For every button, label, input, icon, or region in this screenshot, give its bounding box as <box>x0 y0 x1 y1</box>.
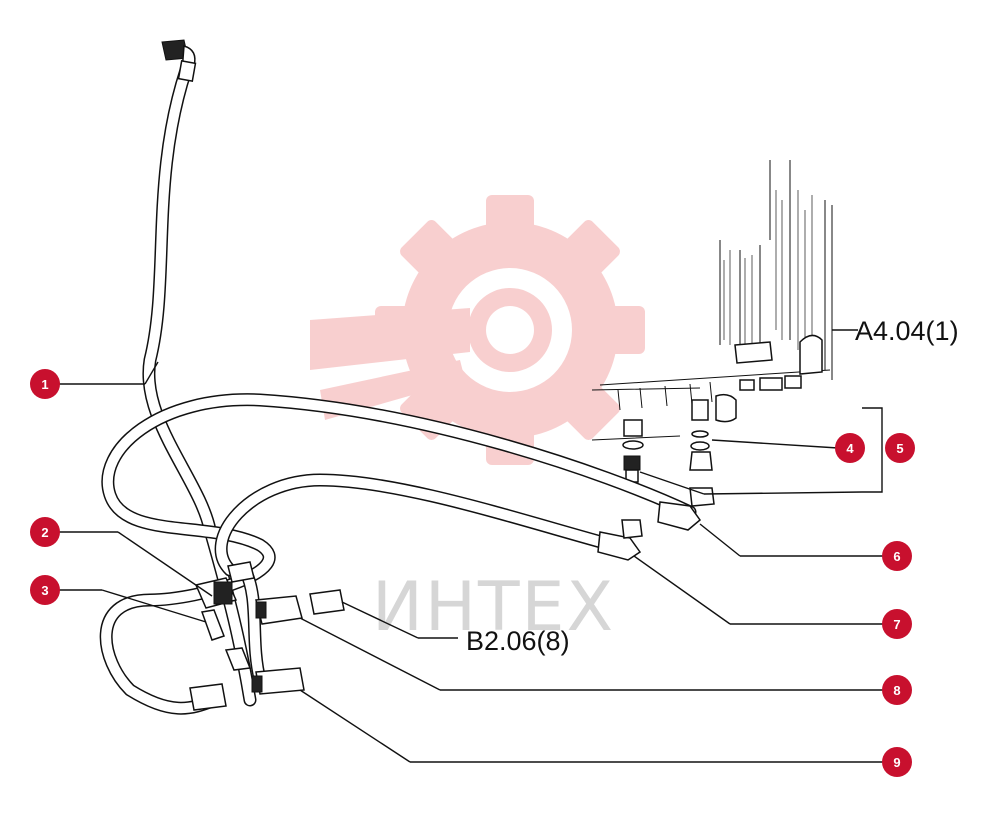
callout-badge-6[interactable]: 6 <box>882 541 912 571</box>
callout-badge-5[interactable]: 5 <box>885 433 915 463</box>
callout-number: 1 <box>41 377 48 392</box>
callout-badge-4[interactable]: 4 <box>835 433 865 463</box>
fitting-group <box>591 387 737 483</box>
reference-b206-label: B2.06(8) <box>466 626 570 656</box>
callout-number: 9 <box>893 755 900 770</box>
leader-lines <box>58 329 884 763</box>
reference-a404-label: A4.04(1) <box>855 316 959 346</box>
callout-number: 3 <box>41 583 48 598</box>
hose-end-elbow-6 <box>657 487 715 531</box>
callout-badge-8[interactable]: 8 <box>882 675 912 705</box>
callout-badge-7[interactable]: 7 <box>882 609 912 639</box>
callout-number: 2 <box>41 525 48 540</box>
top-elbow-fitting <box>161 39 197 82</box>
callout-number: 6 <box>893 549 900 564</box>
watermark-text: ИНТЕХ <box>372 568 615 647</box>
callout-badge-2[interactable]: 2 <box>30 517 60 547</box>
callout-badge-9[interactable]: 9 <box>882 747 912 777</box>
lower-fittings-cluster <box>189 561 345 711</box>
callout-badge-1[interactable]: 1 <box>30 369 60 399</box>
hose-lines <box>99 63 697 715</box>
hose-end-elbow-7 <box>597 519 643 561</box>
callout-badge-3[interactable]: 3 <box>30 575 60 605</box>
callout-number: 4 <box>846 441 854 456</box>
callout-number: 8 <box>893 683 900 698</box>
machine-housing <box>599 160 833 411</box>
callout-number: 5 <box>896 441 903 456</box>
callout-number: 7 <box>893 617 900 632</box>
watermark-gear-icon <box>310 195 645 465</box>
